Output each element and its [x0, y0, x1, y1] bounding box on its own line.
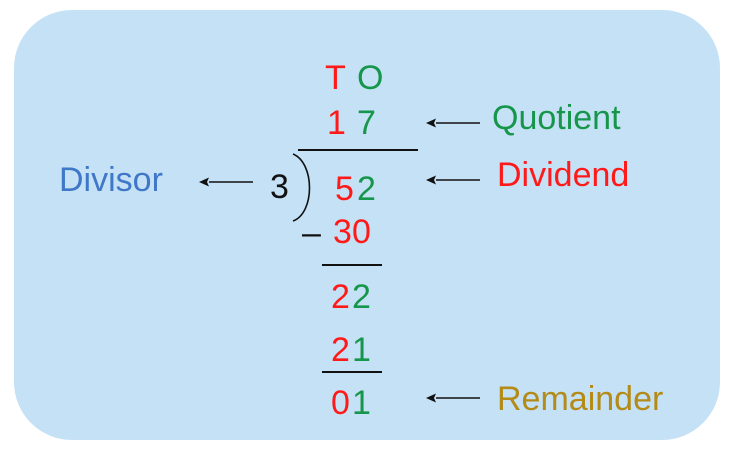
step1-tens-digit: 3 — [333, 213, 352, 251]
divisor-label: Divisor — [59, 161, 163, 199]
step3-ones-digit: 1 — [352, 331, 371, 369]
quotient-ones-digit: 7 — [357, 104, 376, 142]
ones-column-header: O — [357, 59, 384, 97]
remainder-ones-digit: 1 — [352, 384, 371, 422]
division-diagram-panel — [14, 10, 720, 440]
long-division-bracket — [287, 153, 325, 223]
quotient-label: Quotient — [492, 99, 621, 137]
subtraction-line-1 — [322, 264, 382, 266]
step2-ones-digit: 2 — [352, 278, 371, 316]
tens-column-header: T — [325, 59, 346, 97]
subtraction-sign: – — [302, 214, 321, 252]
step1-ones-digit: 0 — [352, 213, 371, 251]
divisor-arrow-icon — [198, 176, 254, 188]
step2-tens-digit: 2 — [331, 278, 350, 316]
quotient-arrow-icon — [425, 117, 481, 129]
dividend-label: Dividend — [497, 156, 630, 194]
dividend-arrow-icon — [425, 174, 481, 186]
quotient-tens-digit: 1 — [327, 104, 346, 142]
subtraction-line-2 — [322, 371, 382, 373]
quotient-division-bar — [298, 149, 418, 151]
step3-tens-digit: 2 — [331, 331, 350, 369]
remainder-label: Remainder — [497, 380, 664, 418]
dividend-tens-digit: 5 — [335, 170, 354, 208]
remainder-tens-digit: 0 — [331, 384, 350, 422]
dividend-ones-digit: 2 — [357, 170, 376, 208]
divisor-value: 3 — [270, 168, 289, 206]
remainder-arrow-icon — [425, 392, 481, 404]
